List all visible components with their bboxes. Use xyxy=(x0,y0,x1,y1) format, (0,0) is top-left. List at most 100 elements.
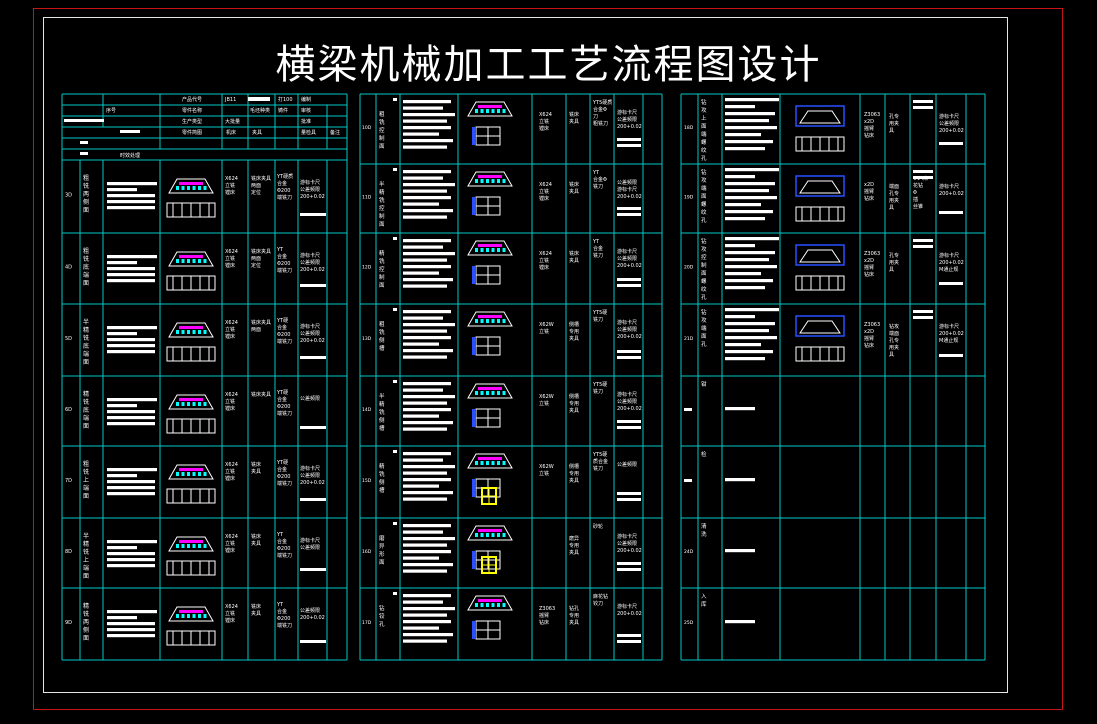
step-name: 形 xyxy=(379,550,385,558)
part-sketch-top xyxy=(176,330,179,334)
part-sketch-top xyxy=(497,461,500,465)
part-sketch-top xyxy=(179,326,203,329)
text-block xyxy=(617,498,641,501)
step-name: 精 xyxy=(379,249,385,257)
machine-label: X624 xyxy=(225,604,238,610)
gauge-label: 游标卡尺 xyxy=(617,391,637,398)
step-description-block xyxy=(107,398,157,402)
text-block xyxy=(913,176,933,179)
step-name: 面 xyxy=(83,423,89,430)
step-description-block xyxy=(403,100,451,104)
fixture-label: 钻孔 xyxy=(569,605,579,612)
step-name: 粗 xyxy=(83,460,89,468)
step-name: 钻 xyxy=(701,308,707,316)
part-sketch-top xyxy=(497,179,500,183)
tool-label: 合金 xyxy=(277,180,287,187)
step-description-block xyxy=(107,255,157,259)
part-sketch-top xyxy=(176,186,179,190)
step-description-block xyxy=(107,474,137,478)
step-name: 精 xyxy=(83,540,89,548)
step-description-block xyxy=(725,357,765,361)
step-name: 半 xyxy=(379,392,385,400)
step-number: 19D xyxy=(684,195,694,201)
gauge-label: M通止规 xyxy=(939,266,958,273)
step-description-block xyxy=(725,308,779,312)
fixture-label: 铣床夹具 xyxy=(251,175,271,182)
part-sketch-top xyxy=(497,391,500,395)
step-description-block xyxy=(725,350,773,354)
step-name: 面 xyxy=(701,333,707,340)
machine-label: 摇臂 xyxy=(539,612,549,619)
step-description-block xyxy=(403,471,447,475)
machine-label: 立铣 xyxy=(539,118,549,125)
tool-label: 合金 xyxy=(277,396,287,403)
step-description-block xyxy=(725,203,761,207)
step-name: 面 xyxy=(701,123,707,130)
part-sketch-top xyxy=(198,472,201,476)
step-name: 精 xyxy=(379,188,385,196)
step-name: 铣 xyxy=(83,334,89,342)
header-text-block xyxy=(248,97,270,101)
step-description-block xyxy=(725,168,779,172)
step-description-block xyxy=(403,497,447,501)
gauge-label: 公差频限 xyxy=(300,395,320,402)
part-sketch-top xyxy=(502,109,506,113)
machine-label: X62W xyxy=(539,322,554,328)
part-sketch-top xyxy=(799,180,841,194)
tool-label: Φ xyxy=(913,190,917,196)
step-name: 控 xyxy=(701,253,707,261)
step-number: 15D xyxy=(362,478,372,484)
step-description-block xyxy=(403,252,455,256)
tool-label: 端铣刀 xyxy=(277,267,292,274)
fixture-label: 具 xyxy=(889,267,894,273)
gauge-label: 游标卡尺 xyxy=(300,179,320,186)
machine-label: 立铣 xyxy=(225,326,235,333)
part-sketch-top xyxy=(478,175,502,178)
step-description-block xyxy=(725,329,769,333)
part-sketch-top xyxy=(475,603,478,607)
step-description-block xyxy=(403,245,443,249)
part-sketch-top xyxy=(478,315,502,318)
step-description-block xyxy=(403,119,447,123)
step-name: 端 xyxy=(83,564,89,572)
part-sketch-top xyxy=(480,391,484,395)
header-blank-type-label: 毛坯种类 xyxy=(250,107,270,114)
gauge-label: 游标卡尺 xyxy=(939,252,959,259)
tool-label: 合金 xyxy=(277,608,287,615)
machine-label: 镗床 xyxy=(225,547,235,554)
step-description-block xyxy=(107,558,155,562)
step-name: 孔 xyxy=(701,340,707,348)
step-description-block xyxy=(403,258,447,262)
fixture-label: 侧槽 xyxy=(569,321,579,328)
part-sketch-top xyxy=(478,457,502,460)
step-description-block xyxy=(403,427,447,431)
text-block xyxy=(300,640,326,643)
step-name: 精 xyxy=(83,326,89,334)
step-description-block xyxy=(725,258,769,262)
part-sketch-top xyxy=(491,109,495,113)
gauge-label: 200+0.02 xyxy=(617,194,642,200)
fixture-label: 铣床夹具 xyxy=(251,248,271,255)
tool-label: 铣刀 xyxy=(593,388,603,395)
step-name: 钻 xyxy=(701,98,707,106)
step-description-block xyxy=(403,452,451,456)
step-description-block xyxy=(725,237,779,241)
step-name: 铣 xyxy=(379,470,385,478)
step-name: 面 xyxy=(83,280,89,287)
part-sketch-top xyxy=(181,614,185,618)
machine-label: X624 xyxy=(225,176,238,182)
part-sketch-top xyxy=(486,391,489,395)
step-description-block xyxy=(107,338,155,342)
step-description-block xyxy=(403,316,443,320)
step-description-block xyxy=(403,271,439,275)
gauge-label: 游标卡尺 xyxy=(300,252,320,259)
step-description-block xyxy=(107,350,155,354)
step-description-block xyxy=(403,170,451,174)
part-sketch-top xyxy=(502,391,506,395)
step-name: 钳 xyxy=(701,380,707,388)
step-number: 7D xyxy=(65,478,72,484)
step-description-block xyxy=(107,326,157,330)
step-description-block xyxy=(725,322,775,326)
fixture-label: 夹具 xyxy=(569,257,579,264)
